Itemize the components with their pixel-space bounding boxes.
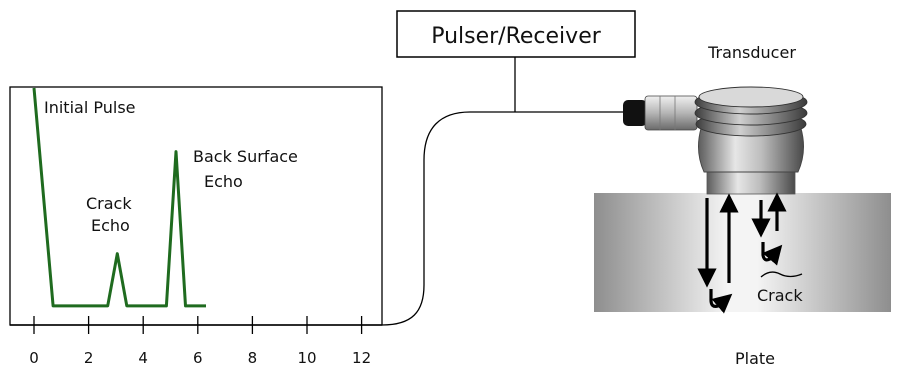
plate-label: Plate xyxy=(735,349,775,368)
x-tick-label: 2 xyxy=(84,349,94,367)
crack-label: Crack xyxy=(757,286,803,305)
transducer-body xyxy=(698,124,804,173)
back-surface-echo-label-line2: Echo xyxy=(204,172,243,191)
crack-echo-label-line1: Crack xyxy=(86,194,132,213)
transducer-top xyxy=(698,86,804,108)
x-tick-label: 4 xyxy=(138,349,148,367)
x-tick-label: 8 xyxy=(248,349,258,367)
transducer-connector xyxy=(644,95,698,131)
x-tick-label: 12 xyxy=(352,349,371,367)
x-axis-ticks xyxy=(33,316,363,334)
scope-frame xyxy=(9,86,383,326)
crack-reflection-icon xyxy=(761,242,783,266)
crack-mark xyxy=(760,271,803,278)
x-tick-label: 6 xyxy=(193,349,203,367)
crack-echo-label-line2: Echo xyxy=(91,216,130,235)
back-surface-echo-label-line1: Back Surface xyxy=(193,147,298,166)
x-axis-tick-labels: 0 2 4 6 8 10 12 xyxy=(29,349,371,367)
x-tick-label: 0 xyxy=(29,349,39,367)
transducer-base xyxy=(706,169,796,195)
pulser-receiver-box xyxy=(396,10,636,58)
pulser-receiver-label: Pulser/Receiver xyxy=(431,24,602,49)
transducer xyxy=(623,86,808,195)
x-tick-label: 10 xyxy=(297,349,316,367)
transducer-label: Transducer xyxy=(707,43,796,62)
transducer-connector-tip xyxy=(623,100,647,126)
transducer-cable xyxy=(381,111,625,326)
back-surface-reflection-icon xyxy=(709,289,733,314)
echo-trace-line xyxy=(32,87,206,308)
plate xyxy=(594,193,891,312)
back-surface-sound-path xyxy=(697,193,739,314)
crack-sound-path xyxy=(751,192,787,266)
initial-pulse-label: Initial Pulse xyxy=(44,98,136,117)
